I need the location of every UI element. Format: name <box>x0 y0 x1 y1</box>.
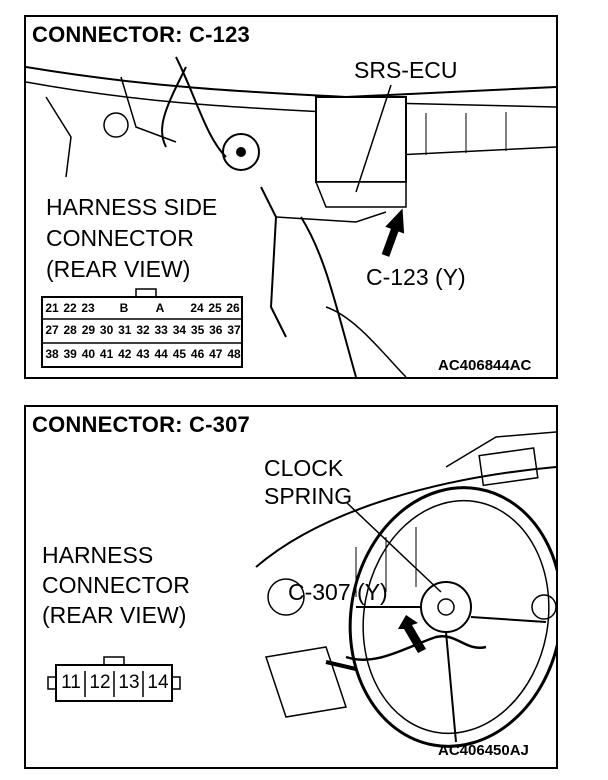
connector-c123-panel: CONNECTOR: C-123 SRS-ECU HARNESS SIDE CO… <box>24 15 558 379</box>
pin-label: 13 <box>118 672 140 693</box>
pin-label: 42 <box>118 347 132 361</box>
pin-label: 44 <box>154 347 168 361</box>
pin-label: 21 <box>45 301 59 315</box>
pin-label: 32 <box>136 323 150 337</box>
pin-label: 41 <box>99 347 114 361</box>
pin-label: 40 <box>81 347 96 361</box>
pin-label: 46 <box>190 347 205 361</box>
pin-label: 34 <box>172 323 187 337</box>
pin-label: 26 <box>226 301 240 315</box>
harness-label-line2: CONNECTOR <box>46 225 194 251</box>
harness-label-line3: (REAR VIEW) <box>46 256 191 282</box>
pin-label: 33 <box>154 323 168 337</box>
figure-code: AC406844AC <box>438 357 532 374</box>
srs-ecu-illustration <box>26 56 556 377</box>
srs-ecu-label: SRS-ECU <box>354 57 458 83</box>
c307-connector-face <box>47 656 181 702</box>
pin-label: 45 <box>172 347 187 361</box>
c123-connector-face <box>41 288 243 368</box>
pin-label: 14 <box>147 672 169 693</box>
harness-label-line3: (REAR VIEW) <box>42 602 187 628</box>
connector-label: C-123 (Y) <box>366 264 466 290</box>
pin-label: 39 <box>63 347 77 361</box>
pin-label: B <box>119 301 129 315</box>
panel-title: CONNECTOR: C-307 <box>32 412 250 437</box>
pin-label: 37 <box>227 323 241 337</box>
pin-label: 25 <box>208 301 222 315</box>
clock-spring-label-line1: CLOCK <box>264 455 344 481</box>
connector-label: C-307 (Y) <box>288 579 388 605</box>
harness-label-line2: CONNECTOR <box>42 572 190 598</box>
harness-label-line1: HARNESS SIDE <box>46 194 218 220</box>
pin-label: 38 <box>45 347 59 361</box>
pin-label: 22 <box>63 301 77 315</box>
pin-label: 43 <box>136 347 150 361</box>
pin-label: A <box>155 301 165 315</box>
pin-label: 28 <box>63 323 77 337</box>
pin-label: 35 <box>190 323 205 337</box>
figure-code: AC406450AJ <box>438 742 529 759</box>
clock-spring-label-line2: SPRING <box>264 483 353 509</box>
panel-title: CONNECTOR: C-123 <box>32 22 250 47</box>
pin-label: 30 <box>99 323 114 337</box>
pin-label: 27 <box>45 323 59 337</box>
pin-label: 29 <box>81 323 96 337</box>
pin-label: 23 <box>81 301 95 315</box>
clock-spring-illustration <box>47 431 556 748</box>
harness-label-line1: HARNESS <box>42 542 154 568</box>
pin-label: 11 <box>61 672 81 693</box>
pin-label: 31 <box>118 323 132 337</box>
connector-c307-panel: CONNECTOR: C-307 CLOCK SPRING HARNESS CO… <box>24 405 558 769</box>
pin-label: 24 <box>190 301 204 315</box>
pin-label: 48 <box>227 347 241 361</box>
pin-label: 36 <box>209 323 223 337</box>
pin-label: 47 <box>209 347 223 361</box>
pin-label: 12 <box>89 672 111 693</box>
